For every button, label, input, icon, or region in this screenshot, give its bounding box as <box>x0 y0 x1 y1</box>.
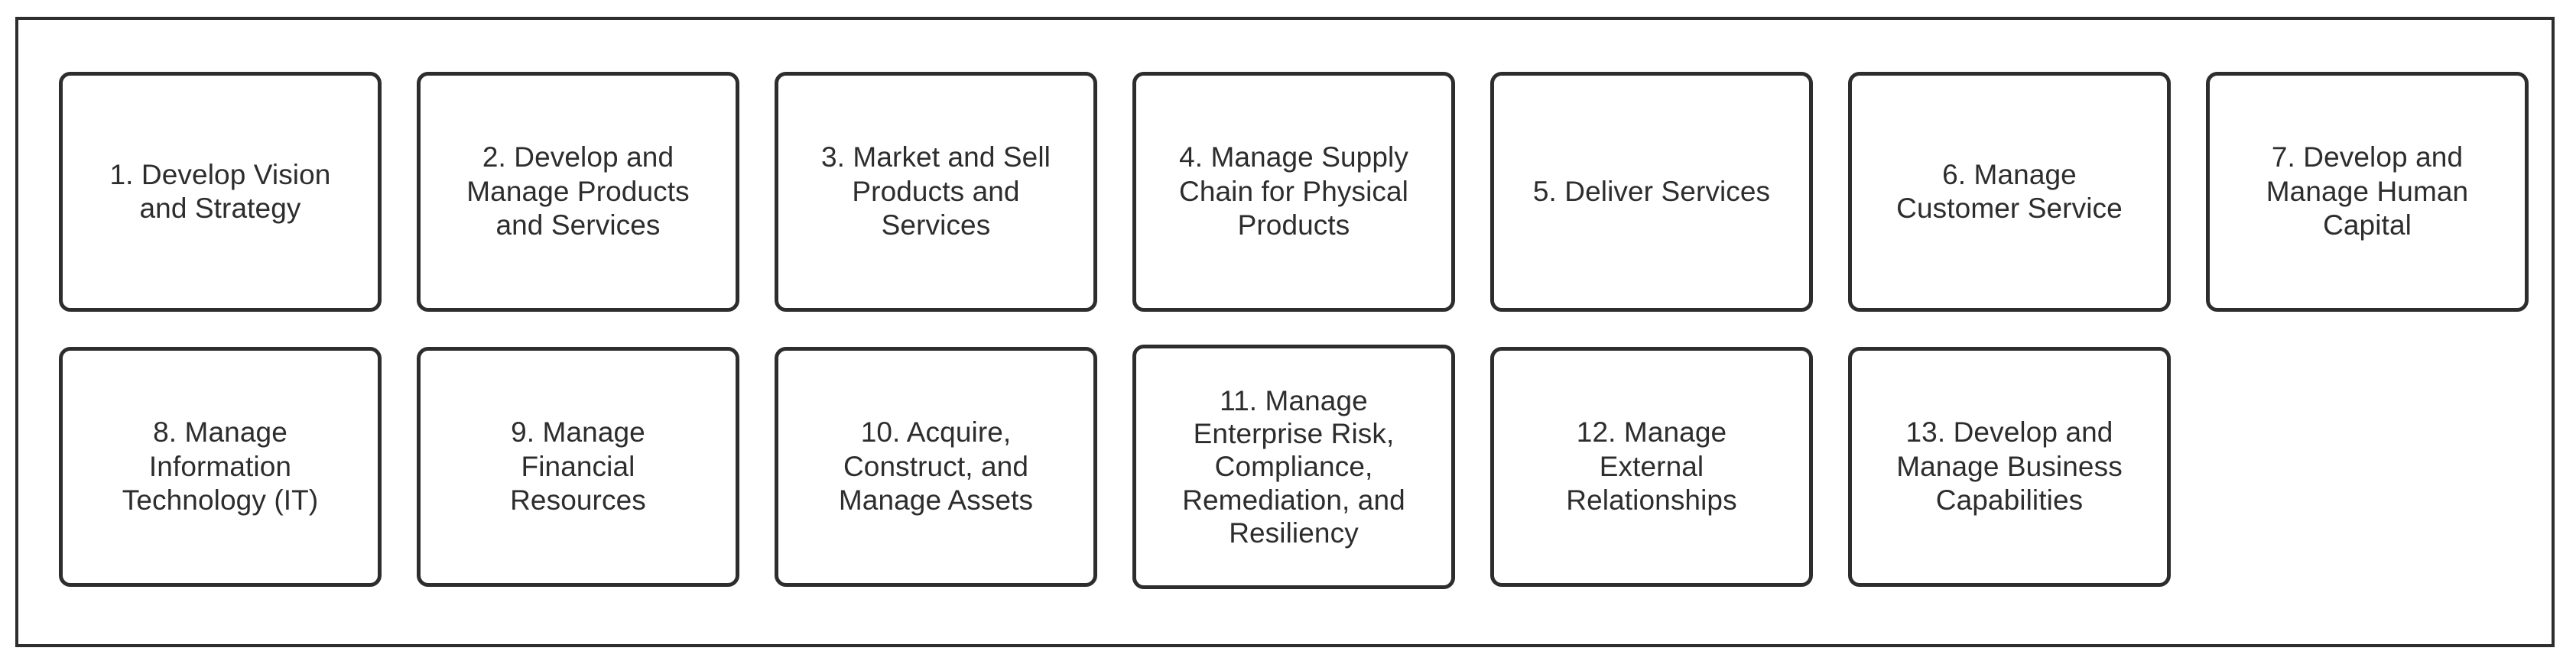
category-box-4[interactable]: 4. Manage Supply Chain for Physical Prod… <box>1132 72 1455 312</box>
category-label-13: 13. Develop and Manage Business Capabili… <box>1896 416 2123 517</box>
category-box-1[interactable]: 1. Develop Vision and Strategy <box>59 72 382 312</box>
category-label-3: 3. Market and Sell Products and Services <box>820 141 1051 241</box>
category-grid: 1. Develop Vision and Strategy 2. Develo… <box>18 20 2552 644</box>
category-box-12[interactable]: 12. Manage External Relationships <box>1490 347 1813 587</box>
category-row-1: 1. Develop Vision and Strategy 2. Develo… <box>59 72 2529 312</box>
category-box-11[interactable]: 11. Manage Enterprise Risk, Compliance, … <box>1132 345 1455 589</box>
category-box-5[interactable]: 5. Deliver Services <box>1490 72 1813 312</box>
category-label-4: 4. Manage Supply Chain for Physical Prod… <box>1179 141 1408 241</box>
category-label-2: 2. Develop and Manage Products and Servi… <box>466 141 690 241</box>
category-box-13[interactable]: 13. Develop and Manage Business Capabili… <box>1848 347 2171 587</box>
category-label-5: 5. Deliver Services <box>1532 175 1771 207</box>
category-label-1: 1. Develop Vision and Strategy <box>109 158 331 224</box>
category-box-10[interactable]: 10. Acquire, Construct, and Manage Asset… <box>775 347 1097 587</box>
category-box-7[interactable]: 7. Develop and Manage Human Capital <box>2206 72 2529 312</box>
category-row-2: 8. Manage Information Technology (IT) 9.… <box>59 345 2171 589</box>
category-box-2[interactable]: 2. Develop and Manage Products and Servi… <box>417 72 739 312</box>
category-label-6: 6. Manage Customer Service <box>1896 158 2123 224</box>
category-label-10: 10. Acquire, Construct, and Manage Asset… <box>838 416 1034 517</box>
category-box-9[interactable]: 9. Manage Financial Resources <box>417 347 739 587</box>
category-label-7: 7. Develop and Manage Human Capital <box>2266 141 2469 241</box>
category-box-8[interactable]: 8. Manage Information Technology (IT) <box>59 347 382 587</box>
outer-frame: 1. Develop Vision and Strategy 2. Develo… <box>15 17 2555 647</box>
category-label-9: 9. Manage Financial Resources <box>510 416 646 517</box>
category-label-8: 8. Manage Information Technology (IT) <box>122 416 319 517</box>
category-label-11: 11. Manage Enterprise Risk, Compliance, … <box>1182 384 1405 549</box>
category-box-6[interactable]: 6. Manage Customer Service <box>1848 72 2171 312</box>
category-box-3[interactable]: 3. Market and Sell Products and Services <box>775 72 1097 312</box>
category-label-12: 12. Manage External Relationships <box>1566 416 1737 517</box>
